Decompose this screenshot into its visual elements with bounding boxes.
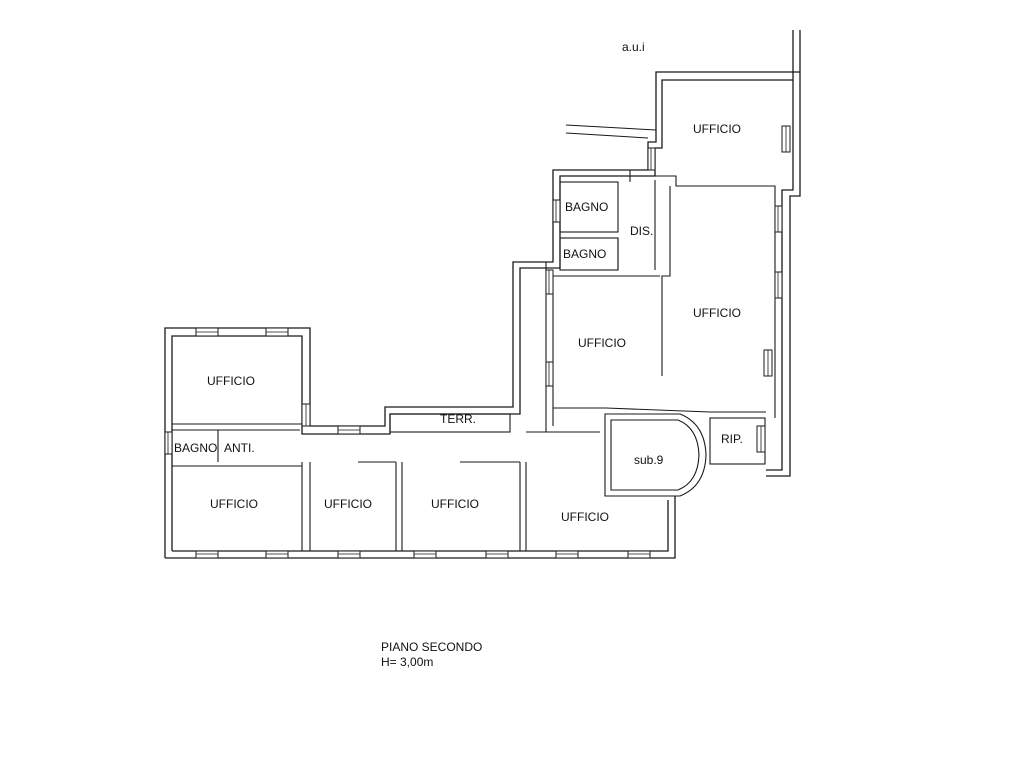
floor-name: PIANO SECONDO (381, 640, 483, 654)
label-anti: ANTI. (224, 441, 255, 455)
windows (164, 125, 791, 559)
label-ufficio-center: UFFICIO (578, 336, 626, 350)
label-dis: DIS. (630, 224, 653, 238)
label-ufficio-e: UFFICIO (693, 306, 741, 320)
floor-height: H= 3,00m (381, 655, 434, 669)
outer-walls (164, 30, 801, 559)
label-bagno-top: BAGNO (565, 200, 608, 214)
label-terr: TERR. (440, 412, 476, 426)
label-ufficio-s3: UFFICIO (431, 497, 479, 511)
label-bagno-left: BAGNO (174, 441, 217, 455)
label-ufficio-sw: UFFICIO (210, 497, 258, 511)
label-ufficio-se: UFFICIO (561, 510, 609, 524)
floor-caption: PIANO SECONDO H= 3,00m (381, 640, 482, 670)
label-ufficio-ne: UFFICIO (693, 122, 741, 136)
label-ufficio-s2: UFFICIO (324, 497, 372, 511)
label-aui: a.u.i (622, 40, 645, 54)
room-labels: a.u.i UFFICIO BAGNO DIS. BAGNO UFFICIO U… (174, 40, 743, 524)
label-bagno-mid: BAGNO (563, 247, 606, 261)
label-ufficio-nw: UFFICIO (207, 374, 255, 388)
label-rip: RIP. (721, 432, 743, 446)
label-sub9: sub.9 (634, 453, 664, 467)
interior-walls (172, 170, 776, 551)
